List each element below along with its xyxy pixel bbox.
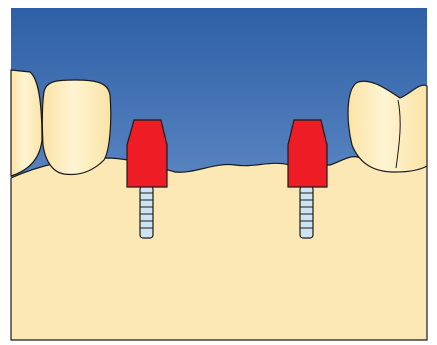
implant-screw-left <box>140 186 153 238</box>
abutment-left <box>127 120 167 187</box>
gum-tissue <box>11 157 427 340</box>
abutment-right <box>288 120 327 187</box>
natural-tooth-left-inner <box>42 80 110 174</box>
implant-screw-right <box>300 186 313 238</box>
natural-tooth-right <box>348 81 427 172</box>
